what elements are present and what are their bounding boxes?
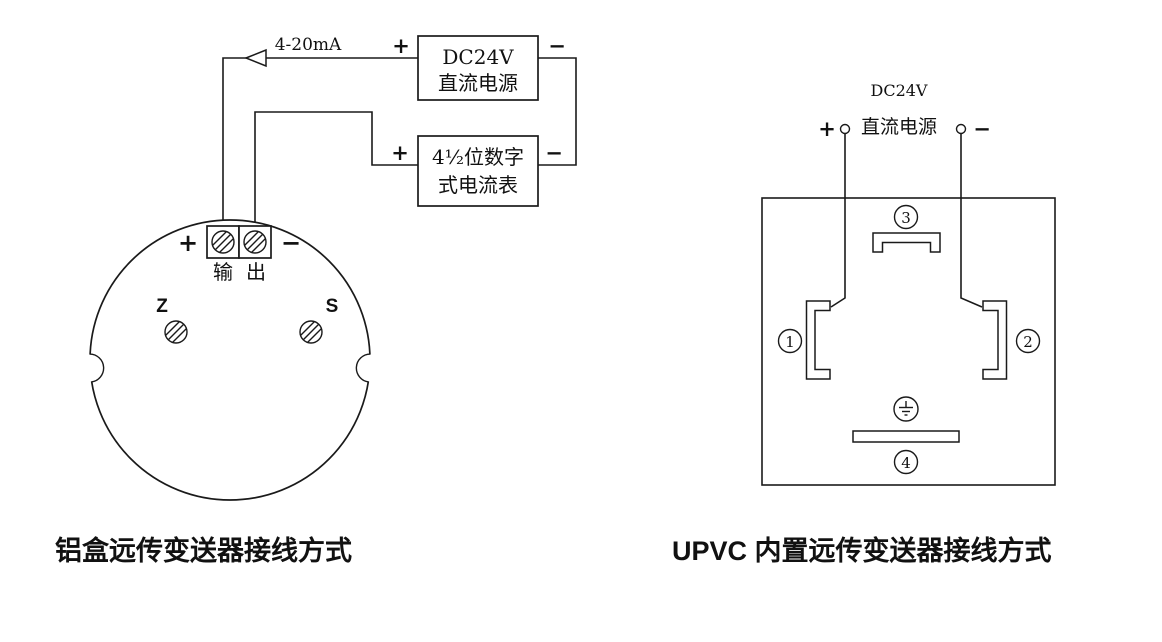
earth-ground-icon [893,396,919,422]
terminal-4-number: 4 [901,454,911,472]
power-supply-name-line2: 直流电源 [438,71,518,95]
terminal-3-circle [893,204,919,230]
ground-bar [852,430,960,443]
wire-plus-to-power [222,57,418,228]
current-direction-arrow-icon [243,48,267,68]
upvc-transmitter-diagram: DC24V 直流电源 + − 3 1 2 [672,81,1056,566]
output-label-char1: 输 [213,260,233,284]
left-notch-mask [76,354,105,382]
power-plus-sign: + [818,116,836,141]
terminal-plus-sign: + [178,228,198,257]
terminal-1-circle [777,328,803,354]
terminal-3-number: 3 [901,209,911,227]
power-supply-name-line2: 直流电源 [861,116,937,138]
right-notch [355,353,371,383]
power-minus-sign: − [548,33,566,58]
zero-adjust-label: Z [156,296,168,317]
right-diagram-caption: UPVC 内置远传变送器接线方式 [672,535,1052,566]
ammeter-plus-sign: + [391,140,409,165]
span-adjust-label: S [326,296,339,317]
right-notch-mask [355,354,384,382]
wire-minus-to-ammeter [254,111,418,228]
wire-plus-to-terminal1 [830,133,846,308]
ammeter-name-line1: 4½位数字 [432,145,524,169]
current-arrow-label: 4-20mA [275,35,342,55]
terminal-2-circle [1015,328,1041,354]
terminal-screw-plus [211,230,235,254]
power-supply-name-line1: DC24V [871,81,928,100]
terminal-minus-sign: − [281,228,301,257]
aluminum-box-transmitter-diagram: 4-20mA DC24V 直流电源 + − 4½位数字 式电流表 + − [55,33,577,566]
left-notch [89,353,105,383]
wire-minus-to-terminal2 [960,133,983,308]
power-minus-sign: − [973,116,991,141]
output-label-char2: 出 [246,260,266,284]
ammeter-box [417,135,539,207]
terminal-4-circle [893,449,919,475]
wire-power-to-ammeter [538,57,577,166]
left-diagram-caption: 铝盒远传变送器接线方式 [55,535,352,566]
power-plus-sign: + [392,33,410,58]
minus-wire-terminal-dot [955,123,967,135]
terminal-3-clip [872,232,941,253]
terminal-2-number: 2 [1023,333,1033,351]
plus-wire-terminal-dot [839,123,851,135]
enclosure-box [761,197,1056,486]
ammeter-minus-sign: − [545,140,563,165]
terminal-1-clip [805,300,831,380]
span-adjust-screw [299,320,323,344]
terminal-screw-minus [243,230,267,254]
ammeter-name-line2: 式电流表 [438,173,518,197]
power-supply-box [417,35,539,101]
power-supply-name-line1: DC24V [442,45,514,69]
zero-adjust-screw [164,320,188,344]
terminal-1-number: 1 [785,333,795,351]
terminal-2-clip [982,300,1008,380]
